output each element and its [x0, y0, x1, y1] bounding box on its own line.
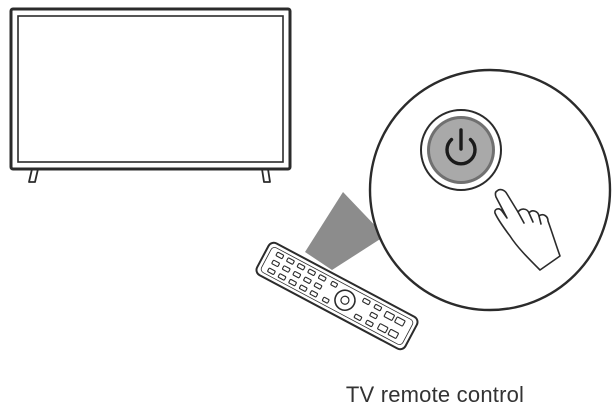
tv-icon [9, 7, 292, 183]
caption: TV remote control [345, 382, 525, 407]
tv-stand-left [28, 168, 39, 183]
magnifier-callout-icon [305, 192, 385, 270]
power-button [420, 109, 502, 191]
power-icon [445, 128, 477, 166]
magnified-view [368, 68, 612, 312]
remote-nav-pad [334, 289, 356, 312]
tv-stand-right [261, 168, 271, 183]
remote-buttons [267, 251, 338, 304]
pointing-hand-icon [494, 188, 561, 271]
remote-control-icon [255, 241, 419, 351]
